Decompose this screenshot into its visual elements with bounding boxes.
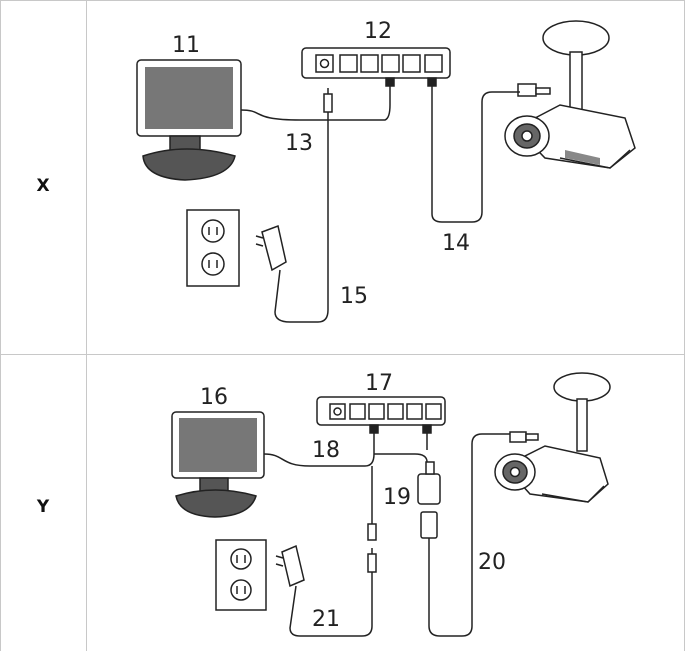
- wall-outlet-icon: [186, 209, 240, 287]
- callout-15: 15: [340, 284, 368, 309]
- power-jack-icon: [367, 523, 377, 541]
- camera-cable: [428, 433, 510, 637]
- network-switch-icon: [301, 47, 451, 79]
- table-row-divider: [0, 354, 685, 355]
- diagram-y: 16 17 18 19 20 21: [171, 371, 611, 637]
- camera-cable: [431, 78, 520, 223]
- callout-11: 11: [172, 33, 200, 58]
- callout-12: 12: [364, 19, 392, 44]
- power-adapter-icon: [275, 544, 305, 588]
- table-left-border: [0, 0, 1, 651]
- callout-19: 19: [383, 485, 411, 510]
- poe-injector-icon: [417, 461, 441, 539]
- camera-icon: [494, 372, 611, 503]
- monitor-cable: [263, 426, 375, 467]
- row-label-x: X: [36, 176, 50, 196]
- table-top-border: [0, 0, 685, 1]
- power-cable: [289, 572, 373, 637]
- diagram-x: 11 12 13 14 15: [136, 19, 636, 323]
- injector-link-cable: [374, 426, 428, 463]
- callout-17: 17: [365, 371, 393, 396]
- monitor-icon: [136, 59, 242, 181]
- monitor-icon: [171, 411, 265, 518]
- row-label-y: Y: [36, 497, 50, 517]
- camera-icon: [504, 20, 636, 169]
- callout-18: 18: [312, 438, 340, 463]
- callout-14: 14: [442, 231, 470, 256]
- power-plug-icon: [367, 553, 377, 573]
- wall-outlet-icon: [215, 539, 267, 611]
- callout-21: 21: [312, 607, 340, 632]
- callout-16: 16: [200, 385, 228, 410]
- monitor-cable: [240, 86, 391, 121]
- power-adapter-icon: [255, 224, 287, 272]
- power-cable: [274, 112, 329, 323]
- power-plug-icon: [323, 93, 333, 113]
- table-column-divider: [86, 0, 87, 651]
- callout-13: 13: [285, 131, 313, 156]
- callout-20: 20: [478, 550, 506, 575]
- network-switch-icon: [316, 396, 446, 426]
